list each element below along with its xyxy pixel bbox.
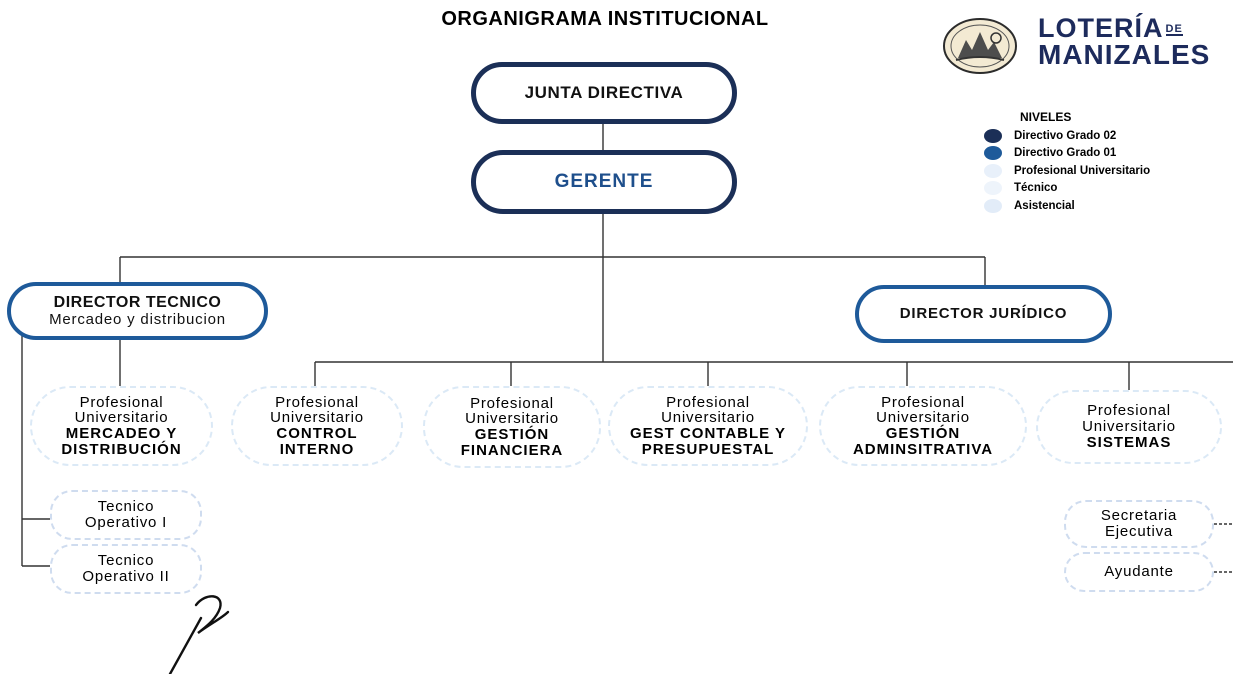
node-gerente: GERENTE [471,150,737,214]
legend-item: Directivo Grado 02 [984,127,1150,145]
legend-item: Técnico [984,180,1150,198]
legend-item: Asistencial [984,197,1150,215]
signature-mark [168,595,230,674]
legend-title: NIVELES [1020,110,1072,124]
level-dot-icon [984,128,1002,143]
node-pu-gestion-administrativa: Profesional Universitario GESTIÓN ADMINS… [819,386,1027,466]
node-pu-gest-contable: Profesional Universitario GEST CONTABLE … [608,386,808,466]
chart-title: ORGANIGRAMA INSTITUCIONAL [441,8,769,30]
level-dot-icon [984,146,1002,161]
levels-legend: NIVELES Directivo Grado 02 Directivo Gra… [984,110,1150,215]
node-tecnico-operativo-2: Tecnico Operativo II [50,544,202,594]
node-director-juridico: DIRECTOR JURÍDICO [855,285,1112,343]
level-dot-icon [984,181,1002,196]
logo-seal-icon [943,18,1017,74]
node-director-tecnico: DIRECTOR TECNICO Mercadeo y distribucion [7,282,268,340]
level-dot-icon [984,198,1002,213]
node-secretaria-ejecutiva: Secretaria Ejecutiva [1064,500,1214,548]
node-ayudante: Ayudante [1064,552,1214,592]
node-pu-gestion-financiera: Profesional Universitario GESTIÓN FINANC… [423,386,601,468]
level-dot-icon [984,163,1002,178]
legend-item: Profesional Universitario [984,162,1150,180]
node-pu-control-interno: Profesional Universitario CONTROL INTERN… [231,386,403,466]
node-pu-mercadeo: Profesional Universitario MERCADEO Y DIS… [30,386,213,466]
node-tecnico-operativo-1: Tecnico Operativo I [50,490,202,540]
node-junta-directiva: JUNTA DIRECTIVA [471,62,737,124]
node-pu-sistemas: Profesional Universitario SISTEMAS [1036,390,1222,464]
legend-item: Directivo Grado 01 [984,145,1150,163]
